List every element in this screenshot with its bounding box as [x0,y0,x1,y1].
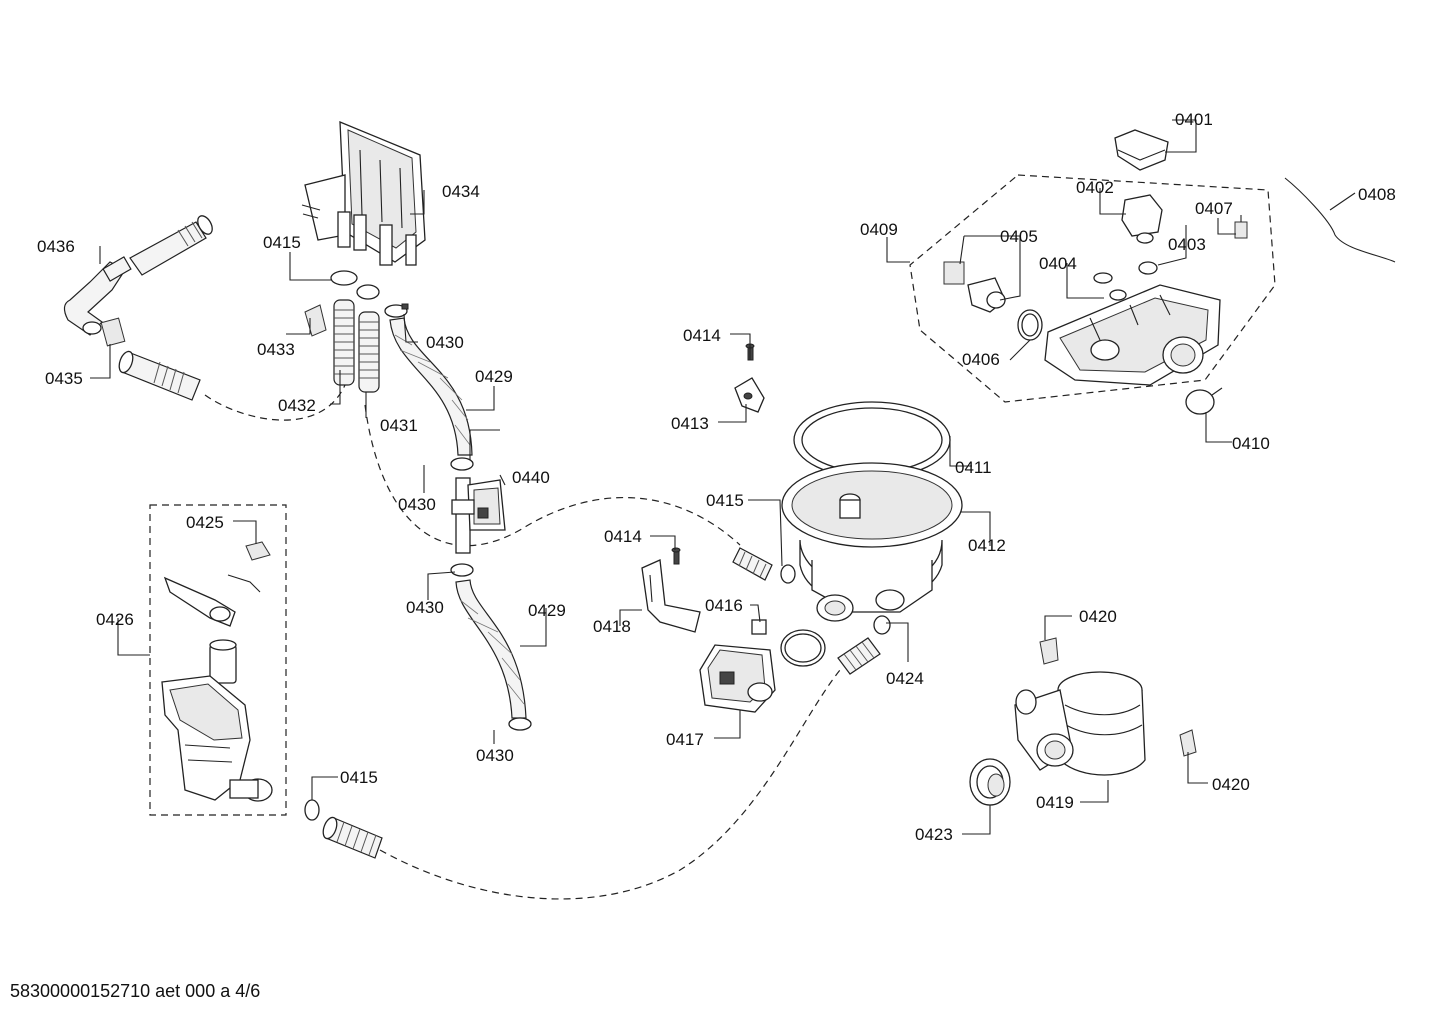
seal-0424-small [873,615,891,635]
label-0409: 0409 [860,220,898,239]
bracket-0413 [734,377,765,413]
clamp-0430-bottom [508,717,532,731]
label-0404: 0404 [1039,254,1077,273]
label-0430-bottom: 0430 [476,746,514,765]
label-0418: 0418 [593,617,631,636]
label-0432: 0432 [278,396,316,415]
label-0415-lower: 0415 [340,768,378,787]
label-0435: 0435 [45,369,83,388]
drawing-reference-footer: 58300000152710 aet 000 a 4/6 [10,981,261,1001]
label-0414-upper: 0414 [683,326,721,345]
label-0434: 0434 [442,182,480,201]
cover-0401 [1114,129,1169,171]
label-0408: 0408 [1358,185,1396,204]
braided-hose-0429-upper [389,317,473,456]
label-0429-upper: 0429 [475,367,513,386]
label-0436: 0436 [37,237,75,256]
label-0402: 0402 [1076,178,1114,197]
clip-0433 [304,304,327,337]
seal-0415-top [330,270,358,286]
clip-0420-lower [1179,729,1197,757]
seal-0404-a [1093,272,1113,284]
seal-0403 [1138,261,1158,275]
label-0406: 0406 [962,350,1000,369]
sump-seal-0411 [793,401,951,479]
heater-0409 [1044,284,1221,386]
clip-0425 [245,541,271,561]
label-0412: 0412 [968,536,1006,555]
cable-0408 [1284,177,1396,263]
sump-pot-0412 [781,462,963,613]
water-path-pump [364,404,741,547]
hose-clamp-0430-top [384,303,409,318]
label-0407: 0407 [1195,199,1233,218]
sensor-clip-0407 [1234,215,1248,239]
label-0413: 0413 [671,414,709,433]
braided-hose-0429-lower [455,579,527,719]
clip-0416 [751,619,767,635]
label-0430-pump: 0430 [398,495,436,514]
label-0426: 0426 [96,610,134,629]
corrugated-hose-0415-mid [732,547,796,584]
label-0417: 0417 [666,730,704,749]
label-0429-lower: 0429 [528,601,566,620]
label-0414-lower: 0414 [604,527,642,546]
sensor-0405 [943,261,1006,313]
clamp-0430-pump-top [450,457,474,471]
label-0420-upper: 0420 [1079,607,1117,626]
label-0410: 0410 [1232,434,1270,453]
hose-clamp-0410 [1185,387,1223,415]
screw-0414-lower [671,547,681,565]
corrugated-hose-0431 [358,311,380,393]
pressure-switch-0417 [699,644,776,713]
drain-path-lower [379,669,841,900]
clamp-0430-pump-bottom [450,563,474,577]
label-0405: 0405 [1000,227,1038,246]
corrugated-hose-0424 [837,637,881,675]
corrugated-hose-0432 [333,299,355,386]
label-0431: 0431 [380,416,418,435]
holder-0418 [641,559,701,633]
sump-outlet-connector [816,594,854,622]
leader-lines [90,119,1356,835]
circulation-pump-0419 [1014,671,1146,776]
label-0430-top: 0430 [426,333,464,352]
label-0423: 0423 [915,825,953,844]
seal-ring-upper [356,284,380,300]
float-cylinder [209,639,237,684]
group-outline-0409 [909,174,1276,403]
label-0415-mid: 0415 [706,491,744,510]
seal-ring-0424-large [780,629,826,667]
drain-path-upper [204,384,346,421]
heat-pump-valve-0440 [451,477,506,554]
group-outline-0426 [149,504,287,816]
label-0403: 0403 [1168,235,1206,254]
label-0415-top: 0415 [263,233,301,252]
label-0411: 0411 [955,458,992,477]
label-0416: 0416 [705,596,743,615]
label-0425: 0425 [186,513,224,532]
lever-bracket [163,574,261,627]
relay-0402 [1121,194,1163,244]
o-ring-0406 [1017,309,1043,341]
seal-0423 [969,758,1011,806]
seal-0415-lower [304,799,320,821]
label-0419: 0419 [1036,793,1074,812]
clip-0420-upper [1039,637,1059,665]
salt-container-unit-0426 [161,675,273,802]
label-0424: 0424 [886,669,924,688]
label-0433: 0433 [257,340,295,359]
seal-0404-b [1109,289,1127,301]
hose-connector-0435 [100,317,201,401]
corrugated-hose-0415-lower [322,816,383,859]
air-break-0434 [301,121,426,266]
label-0420-lower: 0420 [1212,775,1250,794]
label-0440: 0440 [512,468,550,487]
label-0430-mid: 0430 [406,598,444,617]
hose-elbow-0436 [63,215,213,336]
label-0401: 0401 [1175,110,1213,129]
